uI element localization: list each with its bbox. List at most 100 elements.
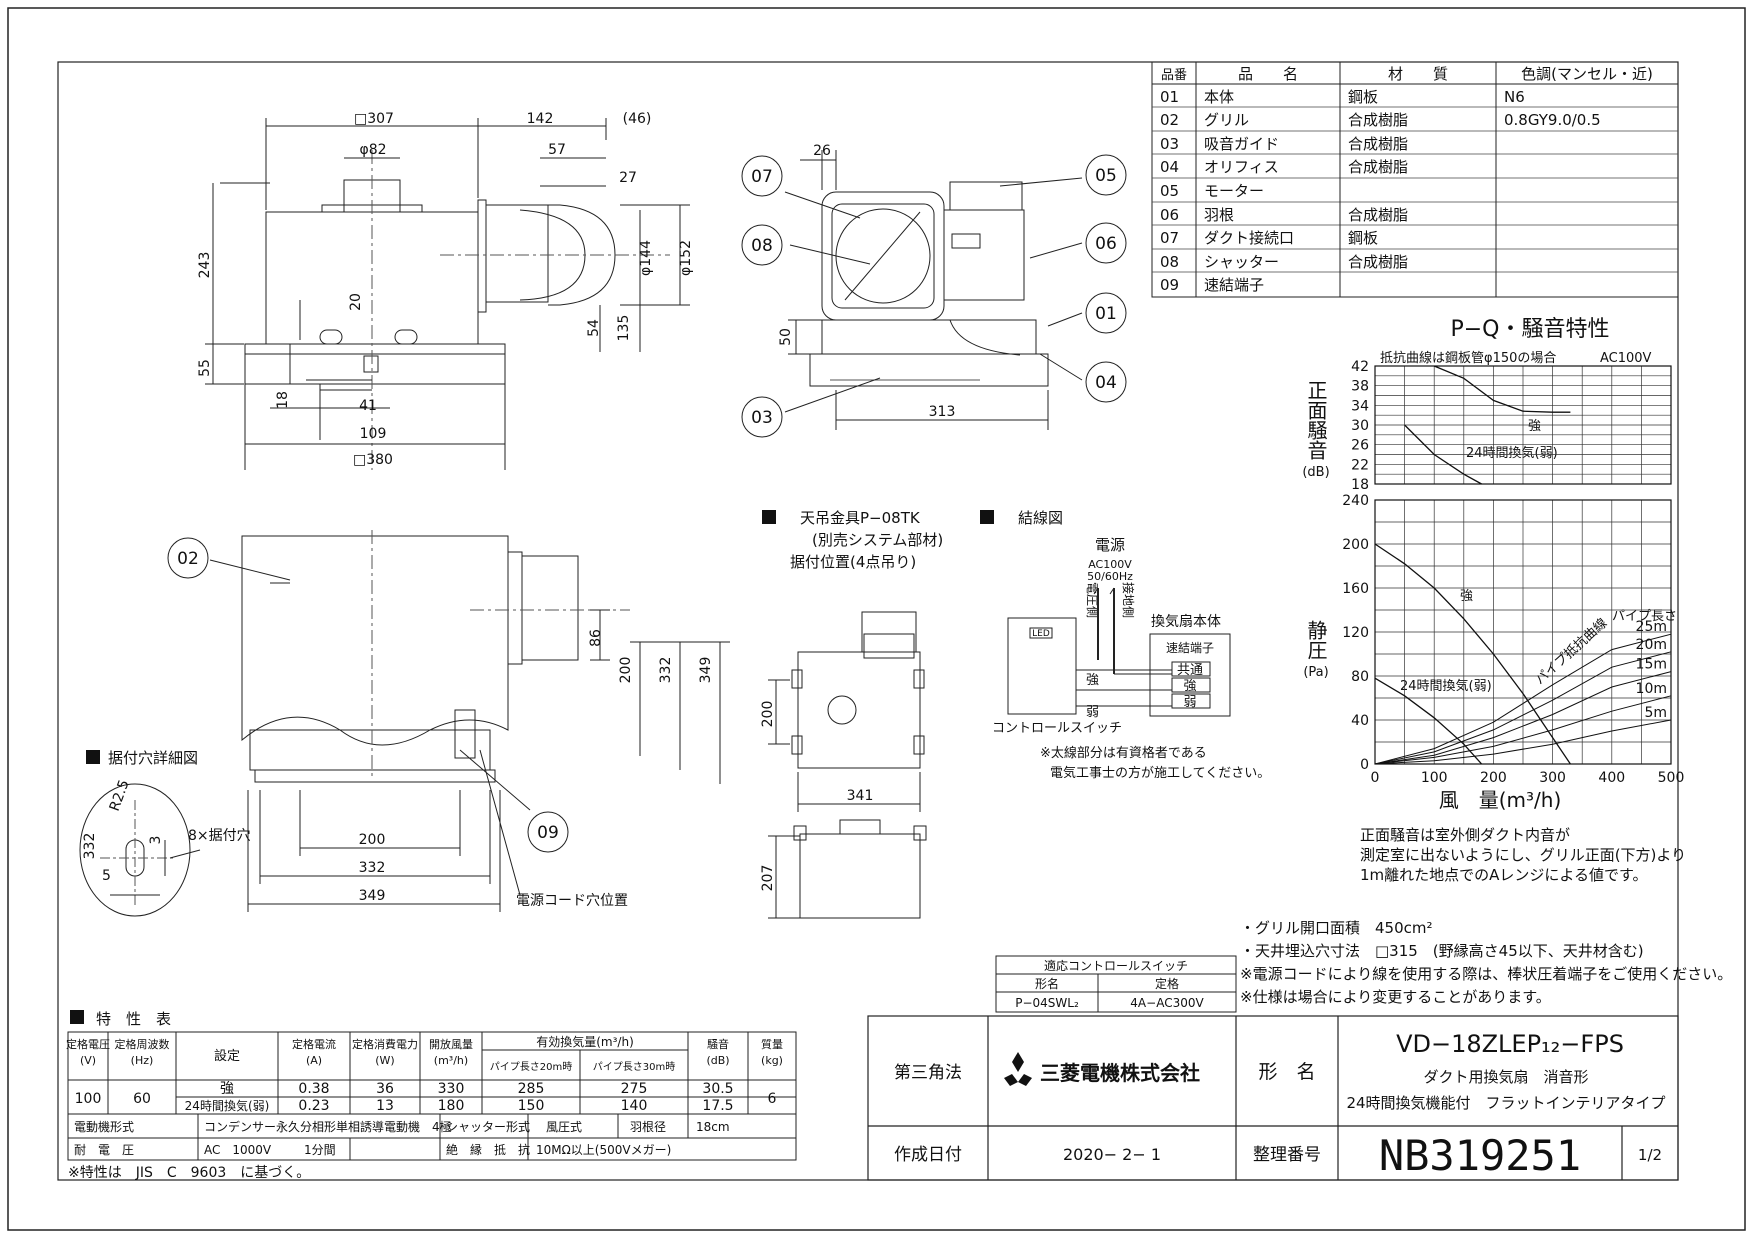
svg-text:有効換気量(m³/h): 有効換気量(m³/h): [536, 1034, 634, 1049]
svg-text:LED: LED: [1032, 629, 1050, 639]
svg-text:ダクト接続口: ダクト接続口: [1204, 229, 1294, 247]
svg-text:□307: □307: [354, 111, 394, 127]
pipe-length-label: 5m: [1644, 705, 1667, 721]
svg-text:速結端子: 速結端子: [1166, 641, 1214, 655]
series-line-pipe-5m: [1374, 719, 1672, 765]
svg-text:09: 09: [1160, 276, 1179, 294]
svg-text:50: 50: [778, 328, 794, 346]
plot-frame: [1374, 499, 1672, 765]
svg-text:50/60Hz: 50/60Hz: [1087, 570, 1133, 583]
svg-text:第三角法: 第三角法: [894, 1063, 962, 1083]
svg-text:0.8GY9.0/0.5: 0.8GY9.0/0.5: [1504, 111, 1601, 129]
svg-text:シャッター形式: シャッター形式: [446, 1120, 530, 1134]
svg-text:(kg): (kg): [761, 1054, 783, 1067]
svg-text:05: 05: [1160, 182, 1179, 200]
hanger-section: 天吊金具P−08TK (別売システム部材) 据付位置(4点吊り): [760, 509, 943, 919]
pipe-length-label: 25m: [1636, 619, 1667, 635]
svg-text:強: 強: [1183, 679, 1196, 694]
x-tick-label: 100: [1421, 770, 1448, 786]
y-tick-label: 80: [1351, 669, 1369, 685]
svg-text:電気工事士の方が施工してください。: 電気工事士の方が施工してください。: [1050, 765, 1270, 781]
parts-header-color: 色調(マンセル・近): [1521, 65, 1653, 83]
svg-text:パイプ長さ30m時: パイプ長さ30m時: [593, 1061, 675, 1073]
svg-text:定格電流: 定格電流: [292, 1037, 336, 1051]
y-tick-label: 22: [1351, 457, 1369, 473]
sheet-outer-border: [7, 7, 1746, 1231]
svg-text:4A−AC300V: 4A−AC300V: [1130, 996, 1204, 1010]
callouts-top: 07 08 03 05 06 01 04: [741, 154, 1127, 438]
svg-text:150: 150: [518, 1098, 545, 1114]
pipe-length-label: 10m: [1636, 681, 1667, 697]
svg-text:強: 強: [1528, 419, 1541, 434]
char-table: 特 性 表 定格電圧(V) 定格周波数(Hz): [66, 1010, 797, 1181]
svg-text:332: 332: [658, 657, 674, 684]
svg-text:6: 6: [768, 1091, 777, 1107]
svg-text:合成樹脂: 合成樹脂: [1348, 253, 1408, 271]
callouts-front: 02 09: [167, 537, 569, 853]
svg-text:※特性は JIS C 9603 に基づく。: ※特性は JIS C 9603 に基づく。: [68, 1164, 310, 1181]
svg-text:質量: 質量: [761, 1037, 783, 1051]
callout-04: 04: [1095, 373, 1117, 393]
svg-text:24時間換気(弱): 24時間換気(弱): [1466, 445, 1558, 461]
svg-text:30.5: 30.5: [702, 1081, 733, 1097]
top-view: [784, 150, 1083, 430]
company-logo: 三菱電機株式会社: [1004, 1052, 1200, 1086]
wiring-diagram: 結線図 電源 AC100V 50/60Hz 電圧側 接地側 換気扇本体 速結端子…: [980, 509, 1270, 781]
svg-text:電源: 電源: [1095, 536, 1125, 554]
svg-text:測定室に出ないようにし、グリル正面(下方)より: 測定室に出ないようにし、グリル正面(下方)より: [1360, 846, 1686, 864]
svg-text:1/2: 1/2: [1638, 1146, 1662, 1164]
svg-text:55: 55: [197, 359, 213, 377]
svg-text:・天井埋込穴寸法 □315 (野縁高さ45以下、天井材含む): ・天井埋込穴寸法 □315 (野縁高さ45以下、天井材含む): [1240, 942, 1644, 960]
callout-06: 06: [1095, 234, 1117, 254]
table-row: 24時間換気(弱) 0.23 13 180 150 140 17.5: [185, 1098, 734, 1114]
svg-text:207: 207: [760, 865, 776, 892]
x-tick-label: 400: [1598, 770, 1625, 786]
y-tick-label: 30: [1351, 418, 1369, 434]
svg-text:合成樹脂: 合成樹脂: [1348, 206, 1408, 224]
svg-text:285: 285: [518, 1081, 545, 1097]
svg-text:(46): (46): [623, 111, 652, 127]
x-tick-label: 300: [1539, 770, 1566, 786]
svg-text:三菱電機株式会社: 三菱電機株式会社: [1040, 1061, 1200, 1085]
svg-text:パイプ長さ: パイプ長さ: [1612, 609, 1677, 624]
series-line-pipe-15m: [1374, 671, 1672, 765]
svg-text:接地側: 接地側: [1121, 582, 1136, 618]
svg-text:0.38: 0.38: [298, 1081, 329, 1097]
svg-text:据付位置(4点吊り): 据付位置(4点吊り): [790, 553, 916, 571]
svg-text:設定: 設定: [214, 1048, 240, 1064]
svg-text:特 性 表: 特 性 表: [96, 1010, 171, 1028]
svg-text:適応コントロールスイッチ: 適応コントロールスイッチ: [1044, 958, 1188, 973]
x-tick-label: 200: [1480, 770, 1507, 786]
y-tick-label: 240: [1342, 493, 1369, 509]
pipe-length-label: 15m: [1636, 657, 1667, 673]
svg-text:NB319251: NB319251: [1379, 1131, 1581, 1180]
svg-text:φ82: φ82: [359, 142, 386, 158]
table-row: 強 0.38 36 330 285 275 30.5: [220, 1081, 734, 1097]
svg-text:形名: 形名: [1035, 976, 1059, 991]
callout-01: 01: [1095, 304, 1117, 324]
parts-header-no: 品番: [1161, 68, 1187, 83]
svg-text:弱: 弱: [1183, 695, 1196, 710]
svg-text:風圧式: 風圧式: [546, 1120, 582, 1134]
svg-text:(W): (W): [375, 1054, 394, 1067]
front-view-dimensions: 86 200 332 349 200 332 349: [359, 629, 714, 904]
front-view: [209, 530, 730, 912]
svg-text:弱: 弱: [1086, 705, 1099, 720]
svg-text:200: 200: [760, 701, 776, 728]
svg-text:グリル: グリル: [1204, 111, 1249, 129]
svg-text:風 量(m³/h): 風 量(m³/h): [1439, 788, 1562, 812]
svg-text:騒音: 騒音: [707, 1037, 729, 1051]
svg-text:正面騒音は室外側ダクト内音が: 正面騒音は室外側ダクト内音が: [1360, 826, 1570, 844]
y-tick-label: 0: [1360, 757, 1369, 773]
switch-table: 適応コントロールスイッチ 形名 定格 P−04SWL₂ 4A−AC300V: [995, 955, 1237, 1013]
x-tick-label: 500: [1658, 770, 1685, 786]
svg-text:R2.5: R2.5: [107, 778, 133, 814]
svg-text:60: 60: [133, 1091, 151, 1107]
svg-text:(Hz): (Hz): [131, 1054, 154, 1067]
svg-text:φ144: φ144: [638, 240, 654, 276]
svg-text:鋼板: 鋼板: [1348, 88, 1378, 106]
svg-text:羽根: 羽根: [1204, 206, 1234, 224]
